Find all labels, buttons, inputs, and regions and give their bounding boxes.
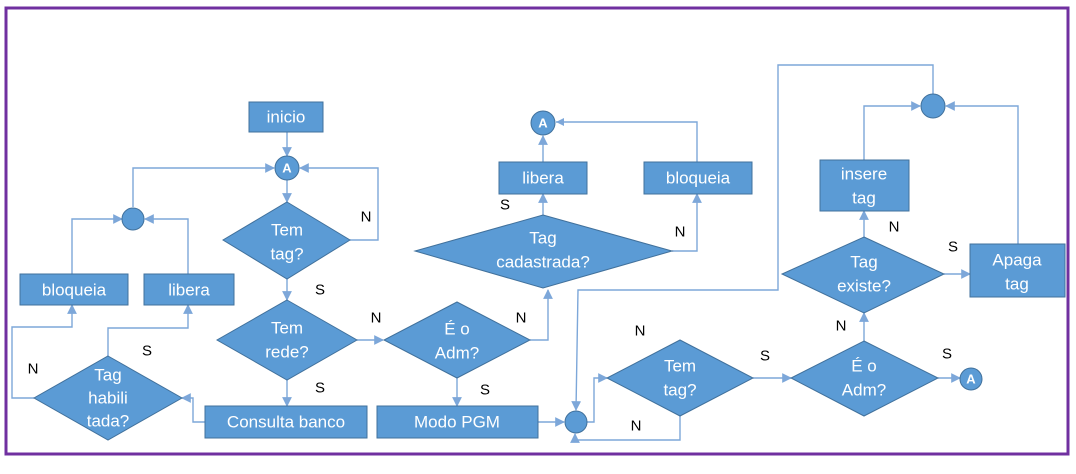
decision-e-o-adm-1-line2: Adm? [435,344,479,363]
edge-bloqueia-merge [71,214,123,274]
label-tag-habilitada-yes: S [142,343,152,360]
node-consulta-banco-label: Consulta banco [227,413,345,432]
edge-insere-merge [863,101,921,160]
node-consulta-banco: Consulta banco [204,405,368,439]
node-bloqueia-mid: bloqueia [643,161,753,195]
label-tem-tag-2-yes: S [760,348,770,365]
decision-e-o-adm-1-line1: É o [444,320,470,339]
edge-adm1-no [530,289,553,341]
label-tag-cadastrada-yes: S [500,197,510,214]
connector-a-right: A [959,367,983,391]
edge-tagcad-no [672,193,702,252]
decision-tag-habilitada: Tag habili tada? [32,355,184,441]
decision-tem-tag-1-line1: Tem [271,221,303,240]
decision-tem-tag-2-line2: tag? [663,381,696,400]
decision-tem-tag-2: Tem tag? [605,339,755,417]
edge-apaga-merge [945,101,1019,244]
node-libera-left: libera [143,273,235,306]
label-e-o-adm-2-yes: S [942,346,952,363]
decision-tag-habilitada-line2: habili [88,389,128,408]
node-modo-pgm: Modo PGM [376,405,539,439]
label-tem-tag-2-no-bottom: N [631,418,642,435]
node-bloqueia-left-label: bloqueia [42,281,107,300]
decision-tag-cadastrada: Tag cadastrada? [413,214,674,289]
edge-consulta-taghab [181,393,205,423]
edge-libera-merge [144,214,189,274]
edges [11,64,1019,443]
node-libera-mid: libera [498,161,588,195]
label-tag-habilitada-no: N [28,361,39,378]
merge-circle-bottom [564,410,588,434]
edge-merge-temtag2 [587,373,608,423]
label-tem-tag-1-yes: S [315,282,325,299]
label-tem-rede-no: N [371,310,382,327]
label-e-o-adm-1-no: N [516,310,527,327]
decision-tag-existe-line1: Tag [850,253,877,272]
node-inicio-label: inicio [267,108,306,127]
edge-bloqueia-a [556,121,698,162]
decision-tem-rede-line2: rede? [265,343,308,362]
node-libera-mid-label: libera [522,169,564,188]
node-insere-tag-line2: tag [852,189,876,208]
label-tem-tag-1-no: N [361,209,372,226]
node-insere-tag: insere tag [819,159,910,212]
edge-merge-a [132,163,275,207]
decision-tag-cadastrada-line2: cadastrada? [496,253,590,272]
node-apaga-tag-line2: tag [1005,275,1029,294]
label-tag-cadastrada-no: N [675,224,686,241]
node-inicio: inicio [248,101,324,133]
connector-a-mid: A [530,110,556,136]
decision-tem-tag-2-line1: Tem [664,357,696,376]
decision-e-o-adm-2: É o Adm? [789,340,940,417]
node-apaga-tag-line1: Apaga [992,251,1042,270]
node-modo-pgm-label: Modo PGM [414,413,500,432]
label-e-o-adm-2-no: N [836,318,847,335]
decision-tem-rede: Tem rede? [215,299,359,381]
merge-circle-left [121,207,145,231]
decision-tag-cadastrada-line1: Tag [529,229,556,248]
label-tem-tag-2-no-top: N [635,323,646,340]
edge-taghab-yes [107,304,193,356]
connector-a-right-label: A [966,372,976,387]
node-insere-tag-line1: insere [841,165,887,184]
decision-e-o-adm-2-line1: É o [851,357,877,376]
decision-e-o-adm-1: É o Adm? [382,301,532,379]
edge-temtag2-no [570,400,681,443]
edge-return-loop [571,64,934,411]
decision-tag-existe: Tag existe? [780,236,946,314]
decision-tem-tag-1: Tem tag? [222,201,351,280]
decision-e-o-adm-2-line2: Adm? [842,381,886,400]
node-apaga-tag: Apaga tag [969,243,1066,298]
node-bloqueia-mid-label: bloqueia [666,169,731,188]
decision-tem-rede-line1: Tem [271,319,303,338]
decision-tag-habilitada-line1: Tag [94,366,121,385]
edge-labels: N S N S N S N S S N S N N S N N S [28,197,958,435]
edge-taghab-no [11,304,77,399]
decision-tag-existe-line2: existe? [837,277,891,296]
connector-a-top-label: A [282,161,292,176]
connector-a-top: A [274,155,300,181]
label-tem-rede-yes: S [315,380,325,397]
node-libera-left-label: libera [168,281,210,300]
edge-temtag-no [299,163,379,241]
decision-tem-tag-1-line2: tag? [270,245,303,264]
connector-a-mid-label: A [538,116,548,131]
decision-tag-habilitada-line3: tada? [87,412,130,431]
label-tag-existe-yes: S [948,239,958,256]
label-tag-existe-no: N [889,219,900,236]
merge-circle-top-right [920,93,946,119]
label-e-o-adm-1-yes: S [480,382,490,399]
node-bloqueia-left: bloqueia [19,273,129,306]
